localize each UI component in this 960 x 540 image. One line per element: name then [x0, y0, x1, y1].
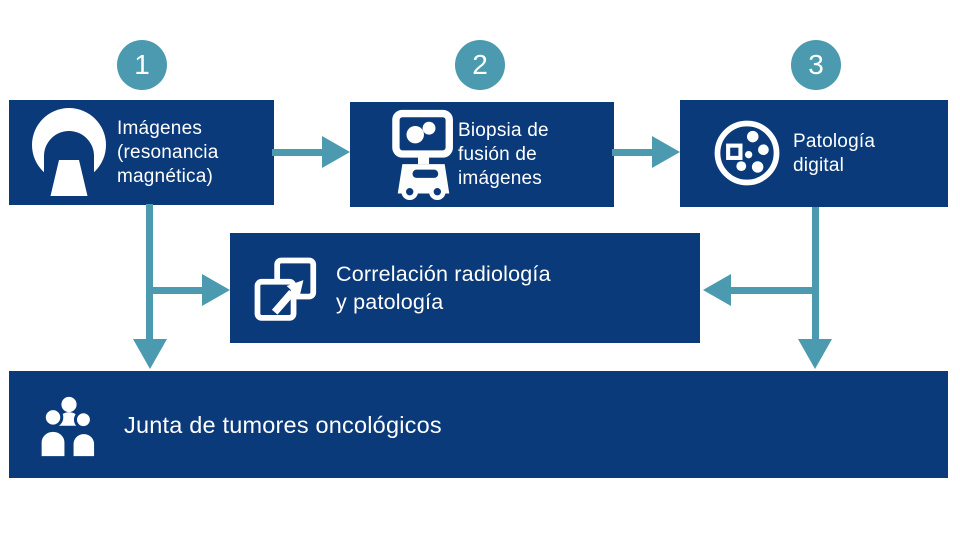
step-3-box: Patología digital [680, 100, 948, 207]
fusion-biopsy-machine-icon [392, 109, 453, 200]
mri-scanner-icon [32, 108, 106, 196]
correlation-label: Correlación radiología y patología [336, 262, 551, 314]
correlation-box: Correlación radiología y patología [230, 233, 700, 343]
step-1-box: Imágenes (resonancia magnética) [9, 100, 274, 205]
step-1-number: 1 [134, 49, 150, 80]
people-group-icon [38, 396, 98, 460]
step-2-number-badge: 2 [455, 40, 505, 90]
tumor-board-label: Junta de tumores oncológicos [124, 411, 442, 438]
arrow-step3-to-board-head [798, 339, 832, 369]
step-3-number: 3 [808, 49, 824, 80]
step-3-number-badge: 3 [791, 40, 841, 90]
arrow-step2-to-step3-head [652, 136, 680, 168]
step-3-label: Patología digital [793, 130, 876, 176]
arrow-step1-to-board-head [133, 339, 167, 369]
overlapping-squares-arrow-icon [254, 257, 317, 321]
connector-step3-down-line [812, 207, 819, 340]
step-1-number-badge: 1 [117, 40, 167, 90]
arrow-step1-to-step2-head [322, 136, 350, 168]
step-1-label: Imágenes (resonancia magnética) [117, 117, 219, 187]
connector-step3-to-correlation-line [729, 287, 819, 294]
arrow-step1-to-correlation-head [202, 274, 230, 306]
arrow-step2-to-step3-line [612, 149, 654, 156]
arrow-step1-to-step2-line [272, 149, 324, 156]
step-2-label: Biopsia de fusión de imágenes [458, 119, 549, 189]
arrow-step3-to-correlation-head [703, 274, 731, 306]
connector-step1-to-correlation-line [150, 287, 204, 294]
digital-pathology-dish-icon [714, 120, 780, 186]
tumor-board-box: Junta de tumores oncológicos [9, 371, 948, 478]
step-2-box: Biopsia de fusión de imágenes [350, 102, 614, 207]
step-2-number: 2 [472, 49, 488, 80]
connector-step1-down-line [146, 204, 153, 340]
